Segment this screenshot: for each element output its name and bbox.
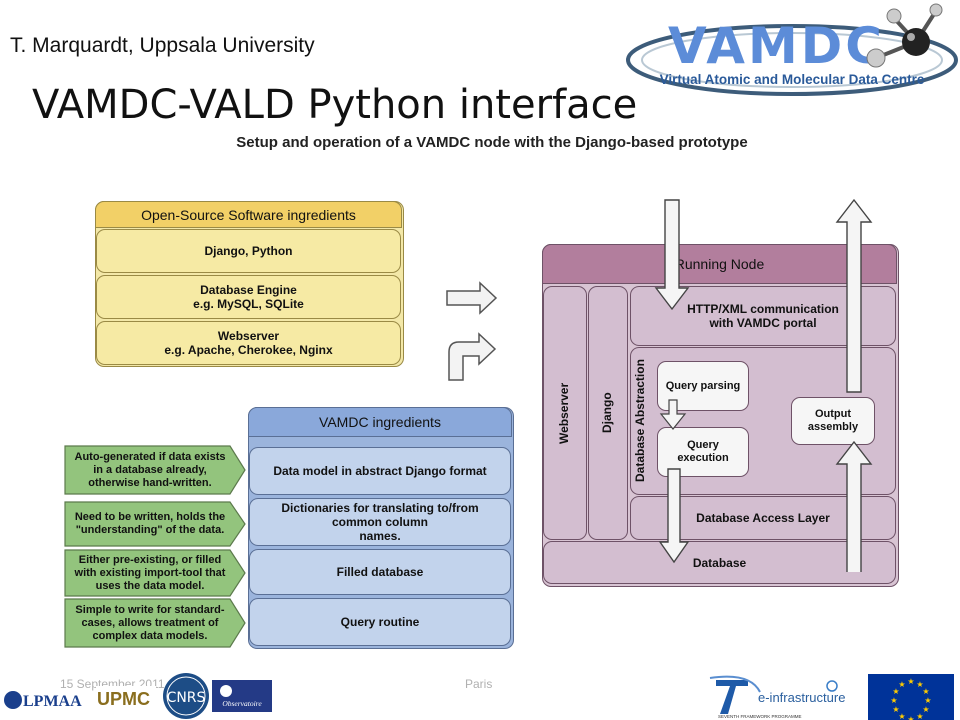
svg-text:★: ★ <box>907 715 914 720</box>
note-line: "understanding" of the data. <box>75 524 225 536</box>
diagram-title: Setup and operation of a VAMDC node with… <box>236 134 748 151</box>
note-arrow <box>64 501 246 547</box>
note-line: Auto-generated if data exists <box>74 450 226 463</box>
output-assembly-label: Output <box>814 408 852 420</box>
svg-text:★: ★ <box>898 712 905 720</box>
query-execution-label: execution <box>677 452 729 464</box>
oss-ingredients-header: Open-Source Software ingredients <box>95 201 402 228</box>
django-column <box>588 286 628 540</box>
note-arrow <box>64 445 246 495</box>
down-arrow-icon <box>659 399 687 430</box>
note-line: otherwise hand-written. <box>88 476 212 489</box>
svg-text:★: ★ <box>892 687 899 696</box>
vamdc-item-data-model: Data model in abstract Django format <box>249 447 511 495</box>
vamdc-item-label: common column <box>331 515 428 529</box>
vamdc-item-label: Data model in abstract Django format <box>273 464 487 478</box>
http-label: HTTP/XML communication <box>687 302 839 316</box>
oss-item-webserver: Webserver e.g. Apache, Cherokee, Nginx <box>96 321 401 365</box>
vamdc-item-dictionaries: Dictionaries for translating to/from com… <box>249 498 511 546</box>
note-line: complex data models. <box>92 629 208 642</box>
node-flow-arrows <box>654 198 873 572</box>
output-assembly-label: assembly <box>807 421 859 433</box>
vamdc-item-filled-database: Filled database <box>249 549 511 595</box>
svg-text:★: ★ <box>890 696 897 705</box>
svg-text:★: ★ <box>892 705 899 714</box>
vamdc-ingredients-header: VAMDC ingredients <box>248 407 512 437</box>
vamdc-logo: VAMDC Virtual Atomic and Molecular Data … <box>624 0 960 126</box>
svg-text:★: ★ <box>924 696 931 705</box>
vamdc-item-query-routine: Query routine <box>249 598 511 646</box>
svg-text:★: ★ <box>922 687 929 696</box>
observatoire-logo: Observatoire <box>212 680 272 712</box>
svg-text:Observatoire: Observatoire <box>222 699 262 708</box>
database-layer: Database <box>543 541 896 584</box>
svg-text:★: ★ <box>907 677 914 686</box>
oss-item-label: Webserver <box>217 329 280 343</box>
up-arrow-icon <box>835 440 873 572</box>
up-arrow-icon <box>835 198 873 393</box>
slide-title: VAMDC-VALD Python interface <box>32 82 638 128</box>
running-node-header: Running Node <box>542 244 897 284</box>
svg-text:★: ★ <box>898 680 905 689</box>
e-infrastructure-logo: e-infrastructure <box>758 680 845 705</box>
webserver-column <box>543 286 587 540</box>
footer-logos: LPMAA UPMC CNRS Observatoire SEVENTH FRA… <box>4 673 954 720</box>
django-label: Django <box>600 392 614 434</box>
note-arrow <box>64 549 246 597</box>
oss-item-database-engine: Database Engine e.g. MySQL, SQLite <box>96 275 401 319</box>
right-arrow-icon <box>446 281 498 315</box>
note-line: uses the data model. <box>95 579 205 592</box>
logo-tagline: Virtual Atomic and Molecular Data Centre <box>660 72 925 87</box>
vamdc-item-label: Query routine <box>340 615 420 629</box>
annotation-arrows <box>64 445 246 648</box>
note-line: in a database already, <box>93 463 207 476</box>
svg-text:e-infrastructure: e-infrastructure <box>758 690 845 705</box>
lpmaa-logo: LPMAA <box>4 691 82 710</box>
oss-item-label: Database Engine <box>200 283 297 297</box>
logo-wordmark: VAMDC <box>668 17 885 75</box>
note-line: cases, allows treatment of <box>81 616 219 629</box>
oss-item-detail: e.g. Apache, Cherokee, Nginx <box>164 343 333 357</box>
svg-text:★: ★ <box>916 680 923 689</box>
note-line: Need to be written, holds the <box>74 511 226 523</box>
down-arrow-icon <box>658 468 690 564</box>
footer-location: Paris <box>465 677 493 691</box>
cnrs-logo: CNRS <box>163 673 209 719</box>
fp7-logo: SEVENTH FRAMEWORK PROGRAMME <box>709 675 802 719</box>
note-arrow <box>64 598 246 648</box>
svg-text:LPMAA: LPMAA <box>23 693 82 710</box>
note-simple-to-write: Simple to write for standard- cases, all… <box>65 599 235 647</box>
note-line: with existing import-tool that <box>74 566 226 579</box>
note-auto-generated: Auto-generated if data exists in a datab… <box>65 446 235 494</box>
vamdc-item-label: Filled database <box>336 565 424 579</box>
vamdc-item-label: Dictionaries for translating to/from <box>281 501 479 515</box>
svg-text:★: ★ <box>922 705 929 714</box>
svg-text:CNRS: CNRS <box>167 690 206 706</box>
down-arrow-icon <box>654 199 690 311</box>
http-label: with VAMDC portal <box>709 316 817 330</box>
output-assembly-box: Output assembly <box>791 397 875 445</box>
query-execution-label: Query <box>687 439 719 451</box>
author-line: T. Marquardt, Uppsala University <box>10 34 315 57</box>
svg-text:UPMC: UPMC <box>97 689 150 709</box>
oss-item-detail: e.g. MySQL, SQLite <box>193 297 304 311</box>
bent-arrow-icon <box>448 332 497 381</box>
flow-arrows <box>446 281 498 381</box>
svg-text:SEVENTH FRAMEWORK PROGRAMME: SEVENTH FRAMEWORK PROGRAMME <box>718 714 802 719</box>
note-need-to-be-written: Need to be written, holds the "understan… <box>65 502 235 546</box>
note-line: Either pre-existing, or filled <box>78 553 222 566</box>
oss-item-label: Django, Python <box>204 244 293 258</box>
upmc-logo: UPMC <box>96 686 156 712</box>
svg-text:★: ★ <box>916 712 923 720</box>
note-pre-existing: Either pre-existing, or filled with exis… <box>65 550 235 596</box>
note-line: Simple to write for standard- <box>75 603 225 616</box>
oss-item-django: Django, Python <box>96 229 401 273</box>
webserver-label: Webserver <box>557 382 571 444</box>
vamdc-item-label: names. <box>359 529 401 543</box>
eu-flag-icon: ★★★ ★★★ ★★★ ★★★ <box>868 674 954 720</box>
